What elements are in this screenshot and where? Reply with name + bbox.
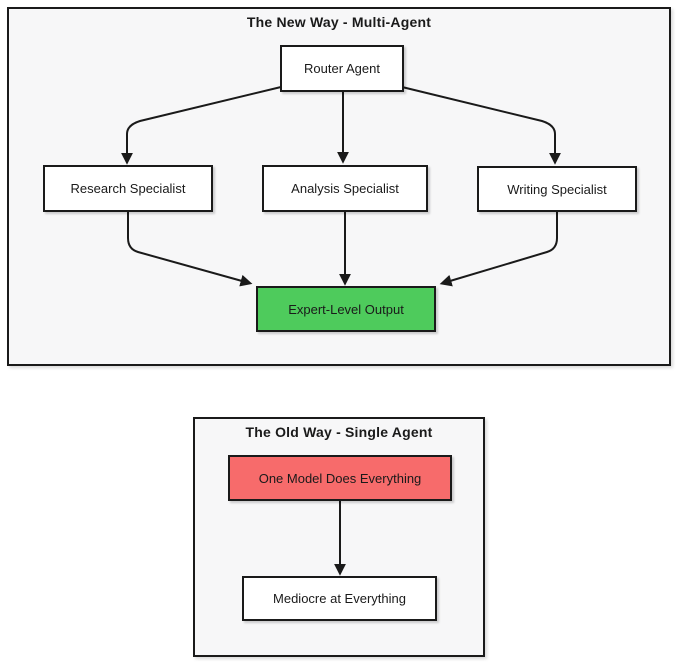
panel-new-way-title: The New Way - Multi-Agent — [246, 14, 432, 30]
node-router-agent: Router Agent — [280, 45, 404, 92]
node-mediocre-at-everything: Mediocre at Everything — [242, 576, 437, 621]
node-writing-specialist: Writing Specialist — [477, 166, 637, 212]
node-analysis-specialist: Analysis Specialist — [262, 165, 428, 212]
panel-old-way-title: The Old Way - Single Agent — [245, 424, 433, 440]
node-research-specialist: Research Specialist — [43, 165, 213, 212]
panel-old-way: The Old Way - Single Agent — [193, 417, 485, 657]
node-one-model-does-everything: One Model Does Everything — [228, 455, 452, 501]
node-expert-level-output: Expert-Level Output — [256, 286, 436, 332]
